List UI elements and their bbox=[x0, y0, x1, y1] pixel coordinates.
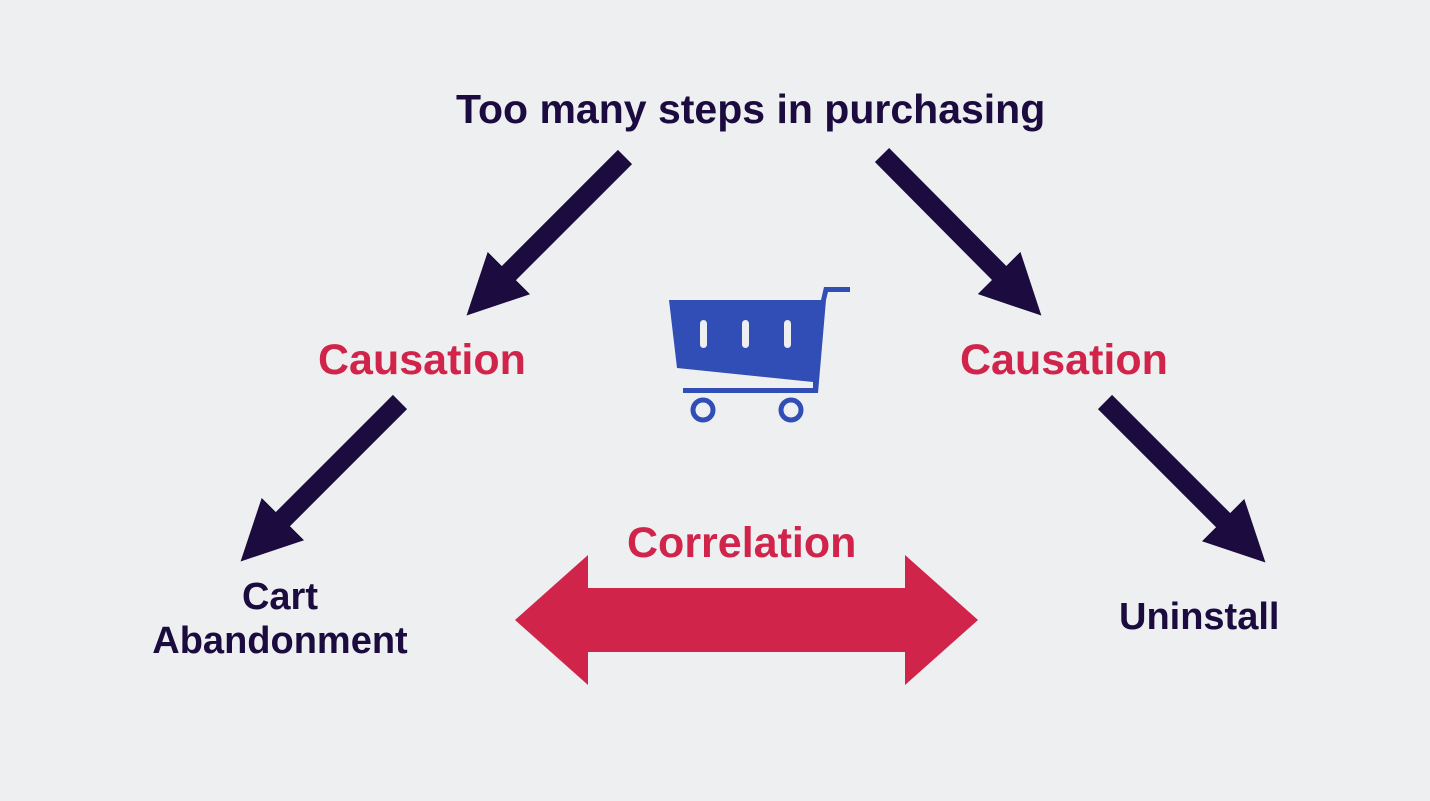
correlation-label: Correlation bbox=[627, 519, 857, 567]
cart-abandonment-label: Cart Abandonment bbox=[134, 575, 426, 663]
right-causation-label: Causation bbox=[960, 336, 1168, 384]
cart-abandonment-line2: Abandonment bbox=[152, 620, 408, 662]
arrow-causation-to-uninstall bbox=[1097, 394, 1266, 563]
root-cause-title: Too many steps in purchasing bbox=[456, 86, 1046, 132]
shopping-cart-icon bbox=[669, 287, 850, 423]
arrow-cause-to-right-causation bbox=[874, 147, 1042, 316]
uninstall-label: Uninstall bbox=[1119, 596, 1280, 638]
arrow-causation-to-cart-abandonment bbox=[240, 394, 408, 562]
left-causation-label: Causation bbox=[318, 336, 526, 384]
correlation-double-arrow bbox=[515, 555, 978, 685]
cart-abandonment-line1: Cart bbox=[241, 576, 319, 618]
arrow-cause-to-left-causation bbox=[466, 149, 633, 316]
